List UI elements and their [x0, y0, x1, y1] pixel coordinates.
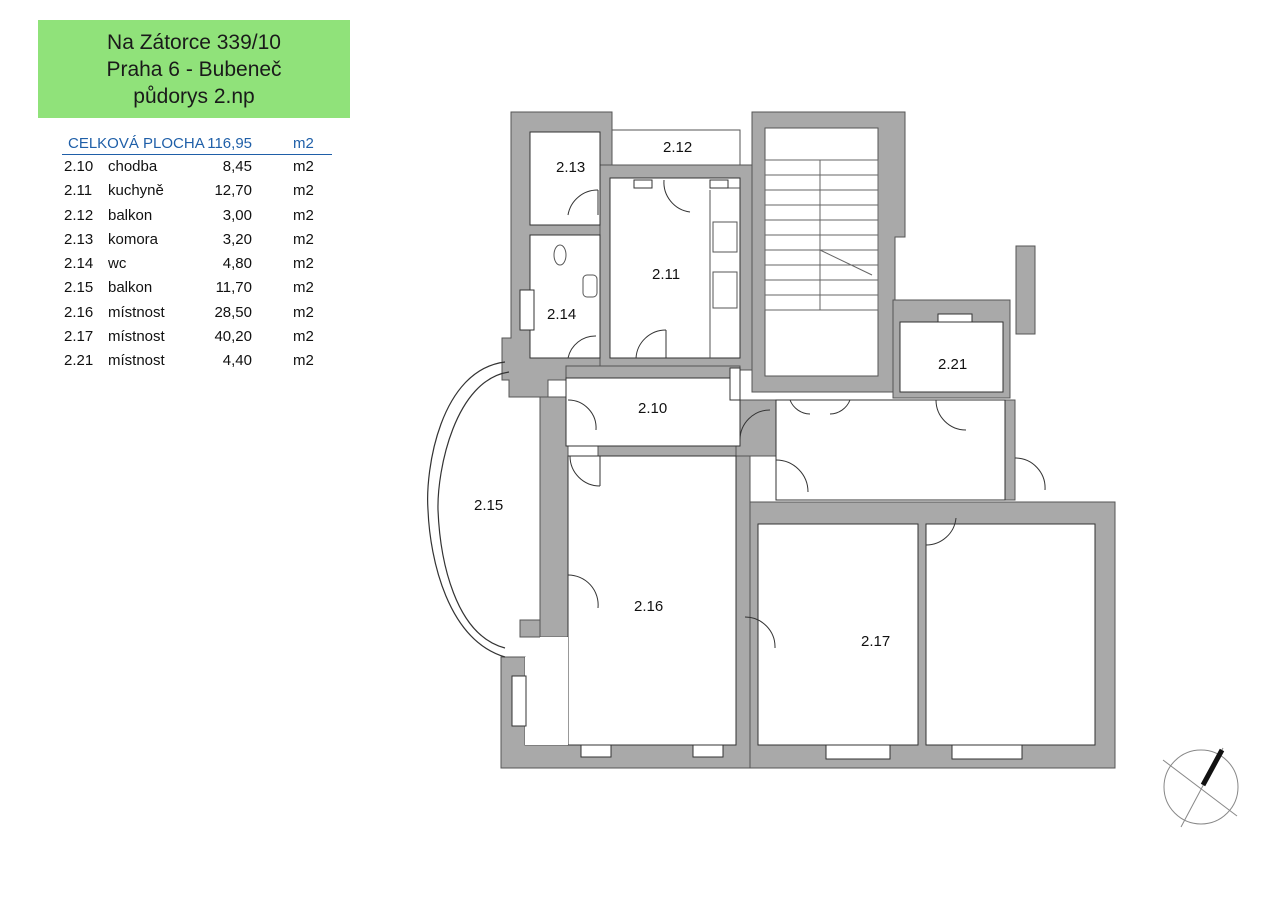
room-name: místnost: [108, 303, 165, 321]
room-area: 12,70: [214, 182, 252, 200]
room-unit: m2: [293, 158, 314, 175]
room-name: balkon: [108, 279, 153, 297]
total-area-label: CELKOVÁ PLOCHA: [68, 135, 205, 152]
label-2-10: 2.10: [638, 400, 667, 417]
room-row: 2.10 chodba 8,45 m2: [62, 155, 332, 179]
label-2-11: 2.11: [652, 266, 680, 283]
room-code: 2.11: [64, 182, 93, 200]
room-code: 2.12: [64, 206, 94, 224]
label-2-17: 2.17: [861, 633, 890, 650]
room-unit: m2: [293, 230, 314, 248]
room-name: balkon: [108, 206, 153, 224]
room-unit: m2: [293, 279, 314, 297]
title-district: Praha 6 - Bubeneč: [106, 58, 282, 81]
room-row: 2.14 wc 4,80 m2: [62, 252, 332, 276]
room-name: kuchyně: [108, 182, 164, 200]
label-2-13: 2.13: [556, 159, 585, 176]
room-name: komora: [108, 230, 159, 248]
room-area: 28,50: [214, 303, 252, 321]
staircase: [764, 159, 879, 311]
area-table-header: CELKOVÁ PLOCHA 116,95 m2: [62, 132, 332, 155]
doors: [567, 179, 1046, 649]
label-2-15: 2.15: [474, 497, 503, 514]
room-area: 40,20: [214, 328, 252, 346]
balcony-2-15: [427, 361, 510, 658]
north-arrow-icon: [1162, 747, 1239, 828]
room-name: místnost: [108, 352, 165, 370]
room-unit: m2: [293, 255, 314, 273]
label-2-12: 2.12: [663, 139, 692, 156]
radiators: [511, 179, 1023, 760]
room-code: 2.16: [64, 303, 94, 321]
room-name: wc: [108, 255, 127, 273]
room-unit: m2: [293, 206, 314, 224]
washbasin-icon: [582, 274, 598, 298]
fixtures: [553, 187, 740, 358]
sink-icon: [712, 271, 738, 309]
title-floor: půdorys 2.np: [133, 85, 255, 108]
room-labels: 2.13 2.12 2.11 2.14 2.21 2.10 2.15 2.16 …: [474, 139, 967, 650]
room-unit: m2: [293, 352, 314, 370]
room-code: 2.21: [64, 352, 94, 370]
stove-icon: [712, 221, 738, 253]
room-area: 11,70: [215, 279, 252, 297]
room-area: 4,80: [222, 255, 252, 273]
room-code: 2.10: [64, 158, 94, 175]
room-row: 2.12 balkon 3,00 m2: [62, 204, 332, 228]
room-name: místnost: [108, 328, 165, 346]
room-area: 8,45: [222, 158, 252, 175]
room-row: 2.16 místnost 28,50 m2: [62, 301, 332, 325]
room-area: 3,00: [222, 206, 252, 224]
room-code: 2.13: [64, 230, 94, 248]
room-unit: m2: [293, 303, 314, 321]
room-unit: m2: [293, 328, 314, 346]
label-2-16: 2.16: [634, 598, 663, 615]
room-name: chodba: [108, 158, 158, 175]
room-row: 2.17 místnost 40,20 m2: [62, 325, 332, 349]
total-area-value: 116,95: [207, 135, 252, 152]
title-address: Na Zátorce 339/10: [107, 31, 281, 54]
room-code: 2.15: [64, 279, 94, 297]
room-unit: m2: [293, 182, 314, 200]
label-2-14: 2.14: [547, 306, 576, 323]
area-table: CELKOVÁ PLOCHA 116,95 m2 2.10 chodba 8,45 m…: [62, 132, 332, 374]
label-2-21: 2.21: [938, 356, 967, 373]
room-row: 2.13 komora 3,20 m2: [62, 228, 332, 252]
room-code: 2.17: [64, 328, 94, 346]
room-code: 2.14: [64, 255, 94, 273]
total-area-unit: m2: [293, 135, 314, 152]
toilet-icon: [553, 244, 567, 266]
room-row: 2.11 kuchyně 12,70 m2: [62, 179, 332, 203]
title-box: Na Zátorce 339/10 Praha 6 - Bubeneč půdo…: [38, 20, 350, 118]
room-floors: [525, 131, 1096, 746]
room-area: 4,40: [222, 352, 252, 370]
room-row: 2.21 místnost 4,40 m2: [62, 349, 332, 373]
room-area: 3,20: [222, 230, 252, 248]
room-row: 2.15 balkon 11,70 m2: [62, 276, 332, 300]
